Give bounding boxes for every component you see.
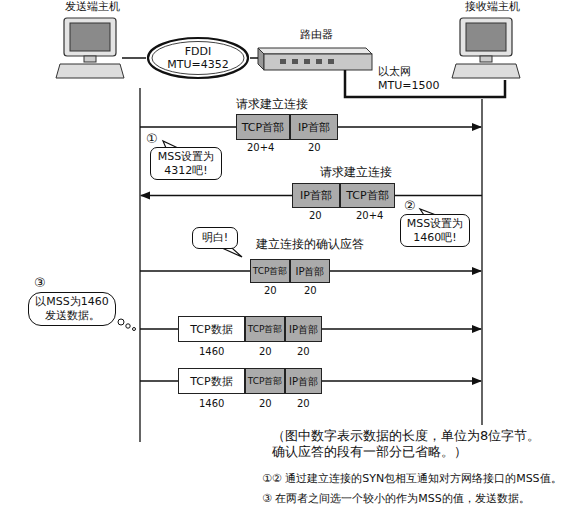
callout-number: ①	[146, 131, 158, 147]
header-text: TCP首部	[248, 323, 283, 336]
callout-number: ③	[34, 275, 46, 291]
length-label: 20	[259, 346, 272, 358]
router-name: 路由器	[300, 28, 333, 41]
header-text: TCP首部	[346, 189, 388, 202]
tcp-data-box: TCP数据	[178, 368, 245, 394]
router-top	[258, 48, 372, 54]
ip-header-box: IP首部	[285, 368, 322, 394]
router-port	[304, 59, 310, 64]
host-name: 发送端主机	[65, 0, 120, 13]
ip-header-box: IP首部	[290, 259, 330, 283]
length-label: 20	[308, 142, 321, 154]
header-text: IP首部	[300, 189, 332, 202]
router-port	[292, 59, 298, 64]
mtu-label: MTU=1500	[378, 79, 439, 92]
monitor-stand	[480, 56, 492, 62]
header-text: IP首部	[289, 375, 318, 388]
ring-outer	[148, 38, 248, 78]
network-name: FDDI MTU=4352	[167, 45, 229, 71]
data-text: TCP数据	[190, 323, 232, 336]
step-label: 请求建立连接	[320, 166, 392, 180]
timeline	[139, 88, 140, 442]
callout-text: 明白!	[202, 231, 228, 245]
thought-callout: 以MSS为1460 发送数据。	[28, 292, 116, 326]
callout-text: MSS设置为 4312吧!	[151, 150, 221, 178]
tcp-header-box: TCP首部	[250, 259, 290, 283]
host-computer: 发送端主机	[62, 0, 122, 80]
ip-header-box: IP首部	[285, 316, 322, 342]
thought-bubble	[118, 319, 124, 325]
speech-callout: MSS设置为 1460吧!	[400, 214, 470, 247]
length-label: 1460	[199, 398, 224, 410]
length-label: 20	[304, 285, 317, 297]
header-text: TCP首部	[253, 265, 288, 278]
callout-tail	[222, 248, 242, 257]
header-text: IP首部	[296, 265, 325, 278]
tcp-header-box: TCP首部	[245, 316, 285, 342]
length-label: 20+4	[247, 142, 274, 154]
screen	[466, 23, 506, 51]
host-computer: 接收端主机	[454, 0, 530, 80]
monitor	[460, 18, 512, 56]
router-side	[258, 48, 264, 70]
ip-header-box: IP首部	[290, 114, 338, 140]
note-text: （图中数字表示数据的长度，单位为8位字节。 确认应答的段有一部分已省略。）	[272, 428, 577, 459]
network-label: 以太网	[378, 65, 411, 78]
tcp-header-box: TCP首部	[245, 368, 285, 394]
router-port	[280, 59, 286, 64]
router-front	[264, 54, 372, 70]
step-label: 建立连接的确认应答	[256, 238, 364, 252]
header-text: TCP首部	[242, 121, 284, 134]
callout-text: MSS设置为 1460吧!	[401, 217, 469, 245]
length-label: 20	[297, 346, 310, 358]
explanation-text: ①② 通过建立连接的SYN包相互通知对方网络接口的MSS值。	[262, 472, 562, 485]
header-text: TCP首部	[248, 375, 283, 388]
length-label: 20	[309, 210, 322, 222]
router-port	[328, 59, 334, 64]
receiver-computer	[452, 18, 520, 78]
callout-text: 以MSS为1460 发送数据。	[29, 295, 115, 323]
callout-number: ②	[404, 198, 416, 214]
fddi-ring: FDDI MTU=4352	[146, 36, 250, 80]
header-text: IP首部	[289, 323, 318, 336]
thought-bubble	[126, 324, 130, 328]
screen	[70, 23, 110, 51]
speech-callout: 明白!	[192, 227, 238, 249]
tcp-data-box: TCP数据	[178, 316, 245, 342]
length-label: 20	[259, 398, 272, 410]
ring-inner	[152, 42, 244, 75]
header-text: IP首部	[298, 121, 330, 134]
tcp-header-box: TCP首部	[340, 183, 395, 208]
data-text: TCP数据	[190, 375, 232, 388]
length-label: 1460	[199, 346, 224, 358]
sender-computer	[56, 18, 124, 78]
router-device	[258, 48, 372, 70]
monitor-stand	[84, 56, 96, 62]
timeline	[481, 99, 482, 425]
monitor	[64, 18, 116, 56]
length-label: 20+4	[356, 210, 383, 222]
network-cable	[345, 70, 505, 97]
network-cable	[122, 57, 146, 59]
explanation-text: ③ 在两者之间选一个较小的作为MSS的值，发送数据。	[262, 492, 530, 505]
length-label: 20	[297, 398, 310, 410]
host-name: 接收端主机	[465, 0, 520, 13]
length-label: 20	[264, 285, 277, 297]
keyboard	[56, 64, 124, 78]
tcp-header-box: TCP首部	[236, 114, 290, 140]
router-port	[316, 59, 322, 64]
speech-callout: MSS设置为 4312吧!	[150, 147, 222, 180]
step-label: 请求建立连接	[236, 98, 308, 112]
network-cable	[250, 57, 258, 59]
router: 路由器	[258, 28, 374, 70]
keyboard	[452, 64, 520, 78]
thought-bubble	[133, 328, 136, 331]
ip-header-box: IP首部	[292, 183, 340, 208]
